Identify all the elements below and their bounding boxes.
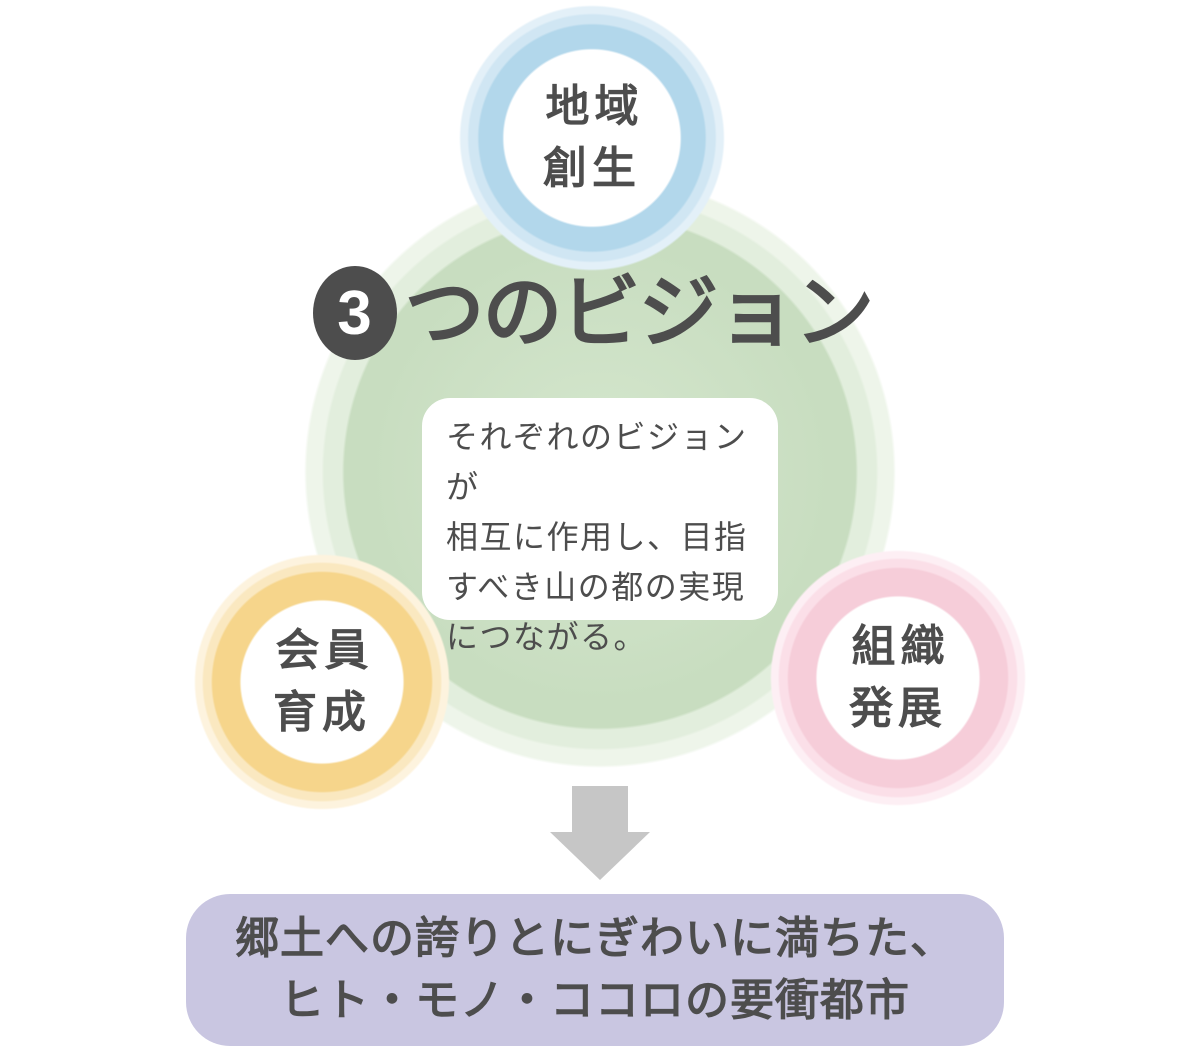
outcome-banner: 郷土への誇りとにぎわいに満ちた、 ヒト・モノ・ココロの要衝都市: [186, 894, 1004, 1046]
vision-node-regional-creation: 地域 創生: [457, 3, 727, 273]
center-note-card: それぞれのビジョンが 相互に作用し、目指 すべき山の都の実現 につながる。: [422, 398, 778, 655]
down-arrow-icon: [550, 786, 650, 880]
vision-node-label: 地域 創生: [543, 81, 644, 193]
vision-node-label: 会員 育成: [273, 625, 374, 737]
center-note-text: それぞれのビジョンが 相互に作用し、目指 すべき山の都の実現 につながる。: [446, 419, 748, 655]
vision-node-organization-growth: 組織 発展: [768, 548, 1028, 808]
outcome-text: 郷土への誇りとにぎわいに満ちた、 ヒト・モノ・ココロの要衝都市: [235, 914, 955, 1025]
vision-node-label: 組織 発展: [849, 621, 950, 733]
diagram-title: 3 つのビジョン: [0, 266, 1185, 360]
title-number-badge: 3: [312, 266, 397, 360]
title-text: つのビジョン: [404, 268, 875, 357]
vision-node-member-development: 会員 育成: [192, 552, 452, 812]
